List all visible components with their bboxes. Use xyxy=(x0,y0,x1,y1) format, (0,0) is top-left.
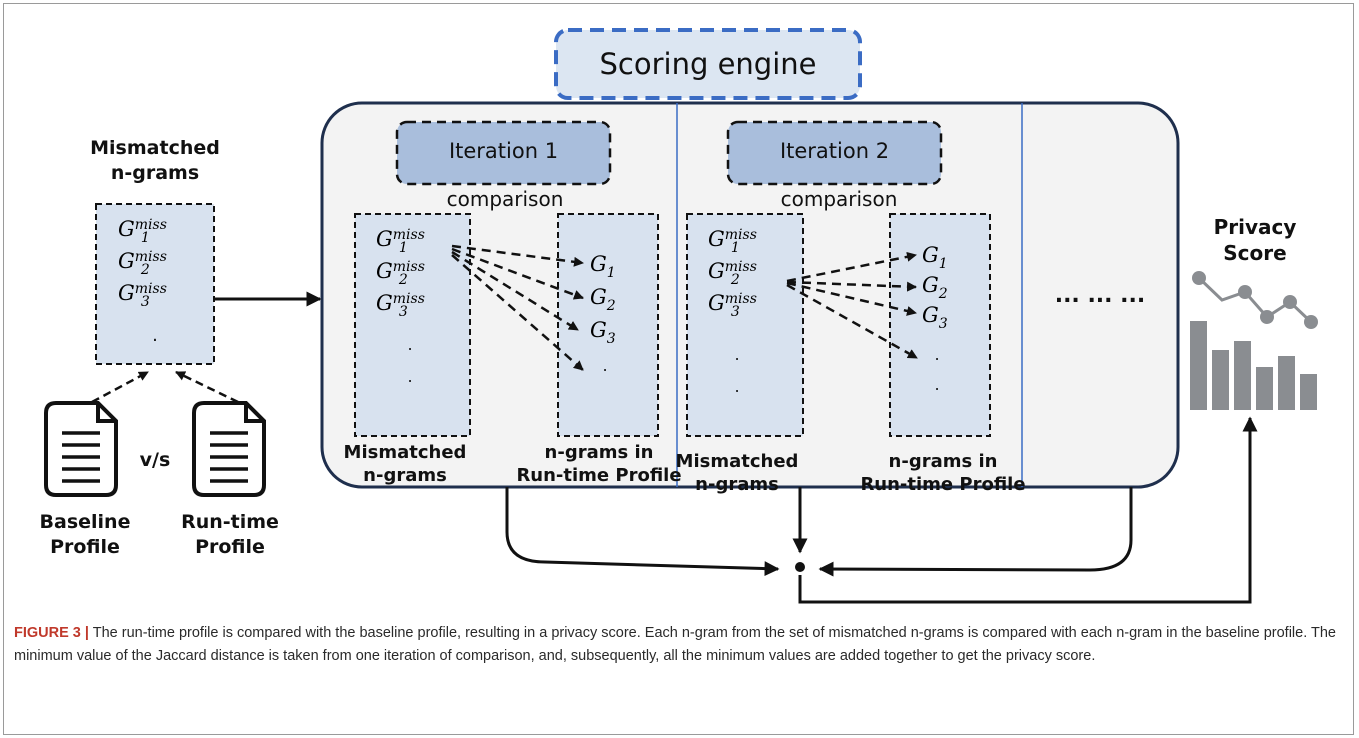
iter1-runtime-item: G2 xyxy=(590,285,616,314)
iter2-mismatched-item: Gmiss2 xyxy=(708,259,757,288)
vs-label: v/s xyxy=(139,449,171,471)
left-ngram-item: Gmiss3 xyxy=(118,281,167,310)
iter2-runtime-ngrams-label: n-grams in Run-time Profile xyxy=(860,451,1026,496)
iter1-runtime-item: G1 xyxy=(590,252,616,281)
iter1-mismatched-item: Gmiss1 xyxy=(376,227,425,256)
aggregation-node xyxy=(795,562,805,572)
comparison-label-2: comparison xyxy=(780,187,898,211)
iter2-comparison-arrows xyxy=(786,251,918,360)
figure-frame xyxy=(3,3,1354,735)
comparison-label-1: comparison xyxy=(446,187,564,211)
caption-text: The run-time profile is compared with th… xyxy=(14,625,1336,664)
figure-caption: FIGURE 3 | The run-time profile is compa… xyxy=(14,622,1344,667)
iteration-1-box xyxy=(395,120,612,186)
iter2-runtime-dot: . xyxy=(934,345,940,364)
scoring-engine-label-box xyxy=(554,28,862,100)
left-ellipsis-dot: . xyxy=(152,325,158,346)
iter1-runtime-list: G1 G2 G3 xyxy=(590,254,650,353)
iter1-comparison-arrows xyxy=(451,244,584,371)
iter2-runtime-box xyxy=(889,213,991,437)
baseline-profile-label: Baseline Profile xyxy=(39,511,131,558)
iter1-mismatched-box xyxy=(354,213,471,437)
iter1-runtime-item: G3 xyxy=(590,318,616,347)
bar-chart-icon xyxy=(1190,321,1317,410)
iter1-mismatched-dot: . xyxy=(407,367,413,386)
diagram: Scoring engine Mismatched n-grams Gmiss1… xyxy=(39,28,1318,604)
iter2-runtime-item: G3 xyxy=(922,303,948,332)
left-mismatched-title: Mismatched n-grams xyxy=(90,137,220,184)
iter2-runtime-item: G2 xyxy=(922,273,948,302)
line-chart-icon xyxy=(1192,271,1318,329)
document-icon xyxy=(192,401,266,497)
iter1-runtime-dot: . xyxy=(602,356,608,375)
arrow-runtime-up xyxy=(175,370,239,404)
iter1-mismatched-item: Gmiss2 xyxy=(376,259,425,288)
iter1-runtime-ngrams-label: n-grams in Run-time Profile xyxy=(516,442,682,487)
document-icon xyxy=(44,401,118,497)
iter2-mismatched-box xyxy=(686,213,804,437)
iter1-mismatched-dot: . xyxy=(407,335,413,354)
more-iterations-ellipsis: ... ... ... xyxy=(1054,283,1146,308)
iter2-mismatched-item: Gmiss3 xyxy=(708,291,757,320)
iter2-runtime-item: G1 xyxy=(922,243,948,272)
iter1-mismatched-list: Gmiss1 Gmiss2 Gmiss3 xyxy=(376,228,472,324)
diagram-canvas xyxy=(44,28,1318,604)
left-mismatched-box xyxy=(95,203,215,365)
left-ngram-item: Gmiss1 xyxy=(118,217,167,246)
arrow-baseline-up xyxy=(91,370,149,404)
iter2-mismatched-label: Mismatched n-grams xyxy=(675,451,799,496)
runtime-profile-label: Run-time Profile xyxy=(181,511,279,558)
scoring-engine-label: Scoring engine xyxy=(599,47,817,81)
iter1-mismatched-item: Gmiss3 xyxy=(376,291,425,320)
aggregation-lines xyxy=(505,416,1258,604)
iter2-mismatched-list: Gmiss1 Gmiss2 Gmiss3 xyxy=(708,228,804,324)
iteration-1-label: Iteration 1 xyxy=(448,139,559,163)
iter2-runtime-dot: . xyxy=(934,375,940,394)
iter2-mismatched-dot: . xyxy=(734,345,740,364)
iter2-runtime-list: G1 G2 G3 xyxy=(922,245,982,335)
iter1-mismatched-label: Mismatched n-grams xyxy=(343,442,467,487)
privacy-score-label: Privacy Score xyxy=(1213,215,1297,265)
iteration-2-label: Iteration 2 xyxy=(779,139,890,163)
iteration-2-box xyxy=(726,120,943,186)
iter2-mismatched-dot: . xyxy=(734,377,740,396)
left-ngram-list: Gmiss1 Gmiss2 Gmiss3 xyxy=(118,218,214,314)
left-ngram-item: Gmiss2 xyxy=(118,249,167,278)
iter2-mismatched-item: Gmiss1 xyxy=(708,227,757,256)
caption-label: FIGURE 3 | xyxy=(14,625,89,641)
